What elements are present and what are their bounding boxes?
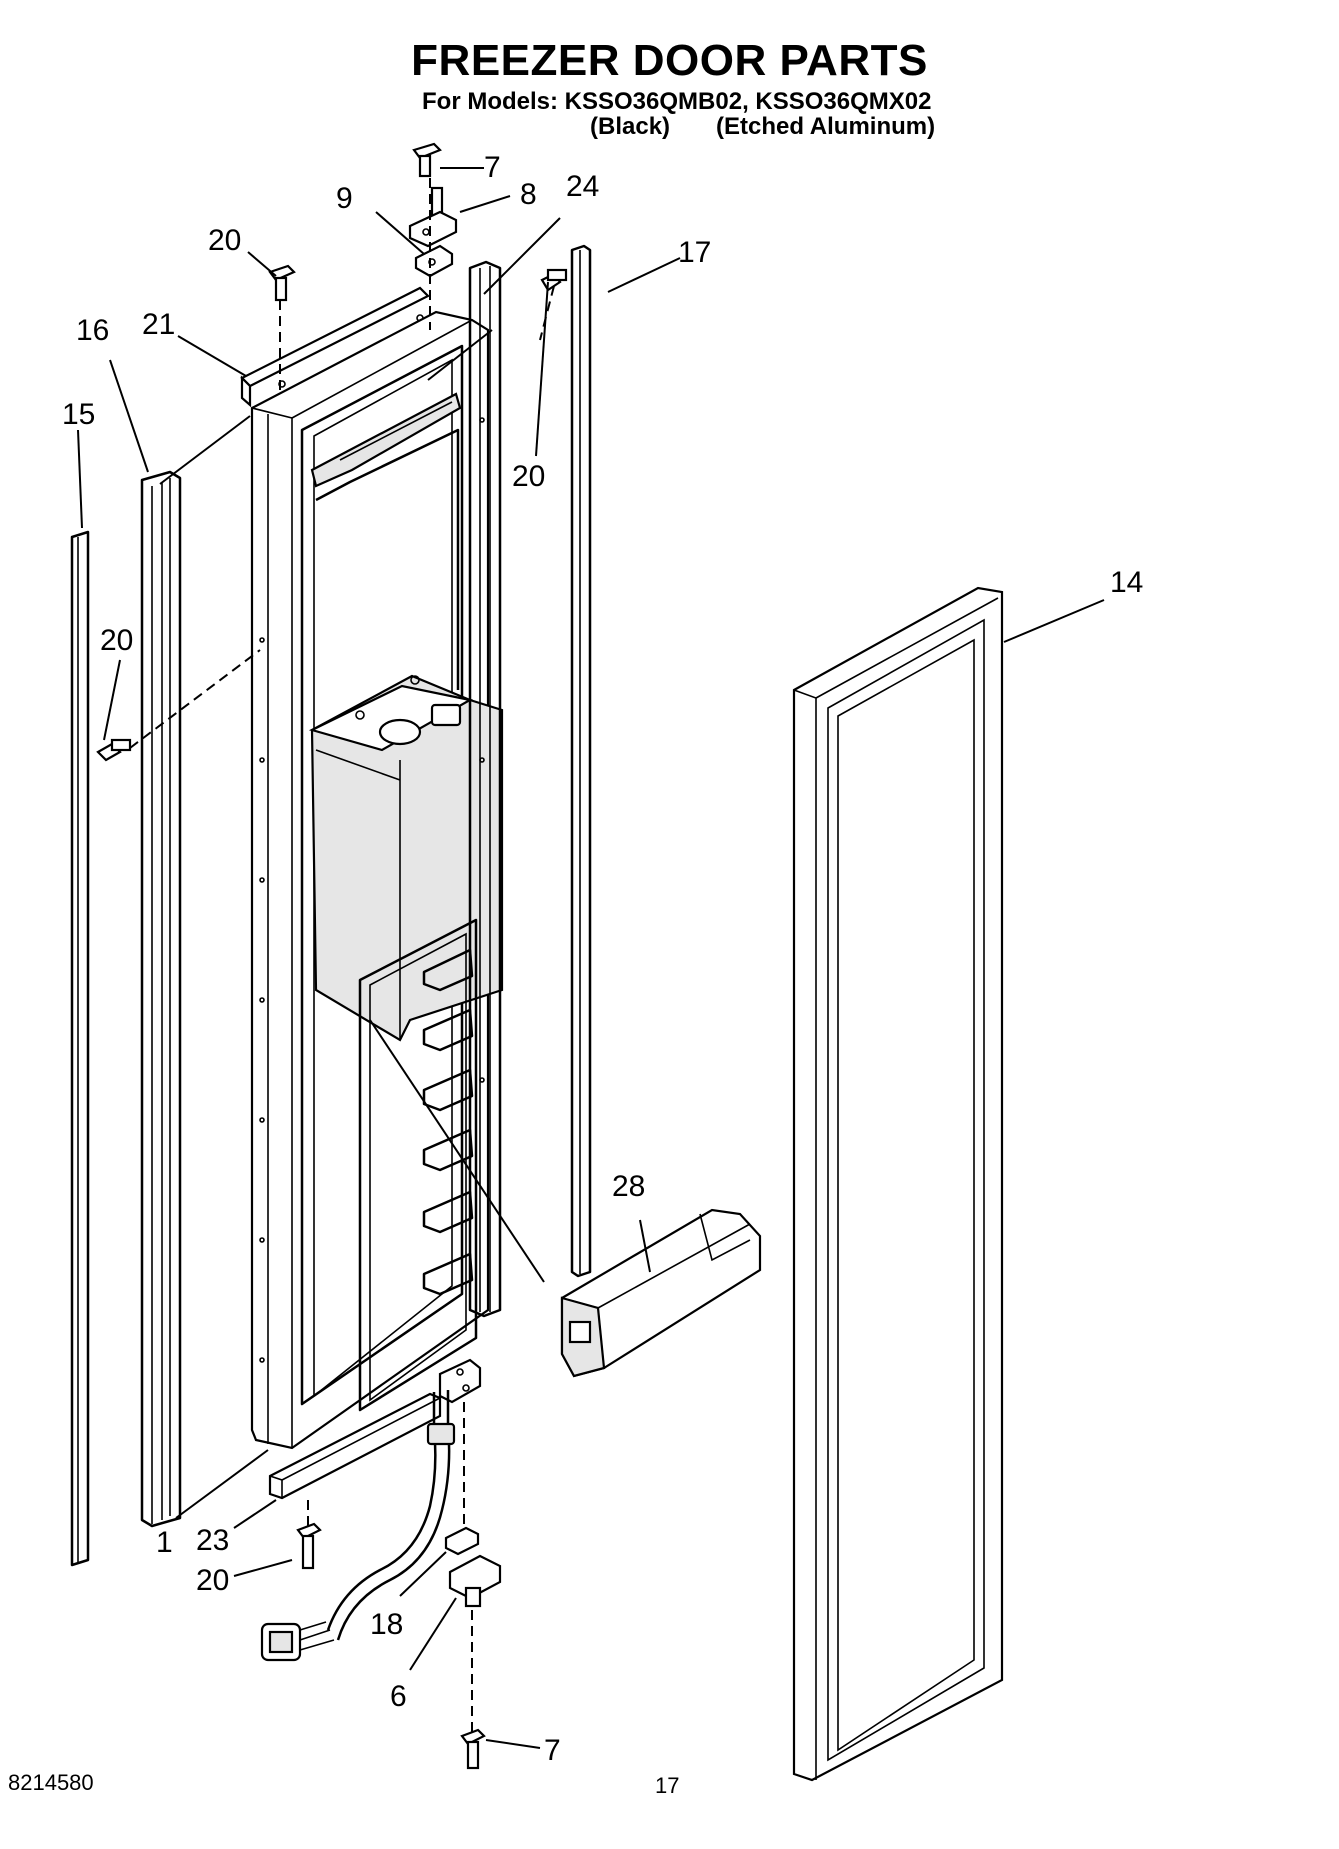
- callout-17: 17: [678, 236, 711, 269]
- callout-16: 16: [76, 314, 109, 347]
- page-title: FREEZER DOOR PARTS: [411, 36, 928, 85]
- part-15-trim-strip: [70, 530, 90, 1567]
- document-number: 8214580: [8, 1770, 94, 1795]
- screw-20-bottom: [296, 1522, 322, 1570]
- variant-black: (Black): [590, 113, 671, 140]
- callout-20-left: 20: [100, 624, 133, 657]
- callout-9: 9: [336, 182, 353, 215]
- part-9-shim: [414, 244, 454, 278]
- screw-20-left: [96, 738, 132, 762]
- callout-18: 18: [370, 1608, 403, 1641]
- part-6-bottom-hinge: [448, 1554, 502, 1608]
- callout-6: 6: [390, 1680, 407, 1713]
- callout-20-right: 20: [512, 460, 545, 493]
- callout-21: 21: [142, 308, 175, 341]
- callout-8: 8: [520, 178, 537, 211]
- part-23-bottom-bracket: [268, 1392, 442, 1500]
- callout-7-bottom: 7: [544, 1734, 561, 1767]
- part-16-side-channel: [140, 470, 182, 1528]
- variant-aluminum: (Etched Aluminum): [716, 113, 936, 140]
- page-number: 17: [655, 1773, 680, 1798]
- part-28-door-bin: [560, 1208, 762, 1378]
- wire-harness: [260, 1390, 456, 1662]
- part-24-right-channel: [468, 260, 502, 1318]
- screw-7-top: [412, 142, 442, 178]
- part-hinge-plate-upper: [438, 1358, 482, 1404]
- screw-20-top-left: [268, 264, 296, 302]
- callout-20-top-left: 20: [208, 224, 241, 257]
- callout-23: 23: [196, 1524, 229, 1557]
- callout-1: 1: [156, 1526, 173, 1559]
- screw-20-right: [540, 268, 568, 292]
- callout-24: 24: [566, 170, 599, 203]
- part-21-top-bracket: [240, 286, 430, 408]
- part-8-top-hinge: [408, 186, 458, 248]
- models-line: For Models: KSSO36QMB02, KSSO36QMX02: [422, 88, 932, 115]
- part-1-door-liner: [250, 310, 504, 1450]
- callout-28: 28: [612, 1170, 645, 1203]
- screw-7-bottom: [460, 1728, 486, 1770]
- part-17-trim-strip: [570, 244, 592, 1278]
- callout-14: 14: [1110, 566, 1143, 599]
- callout-7-top: 7: [484, 151, 501, 184]
- callout-20-bottom: 20: [196, 1564, 229, 1597]
- part-14-door-gasket: [792, 586, 1004, 1782]
- callout-15: 15: [62, 398, 95, 431]
- part-18-shim: [444, 1526, 480, 1556]
